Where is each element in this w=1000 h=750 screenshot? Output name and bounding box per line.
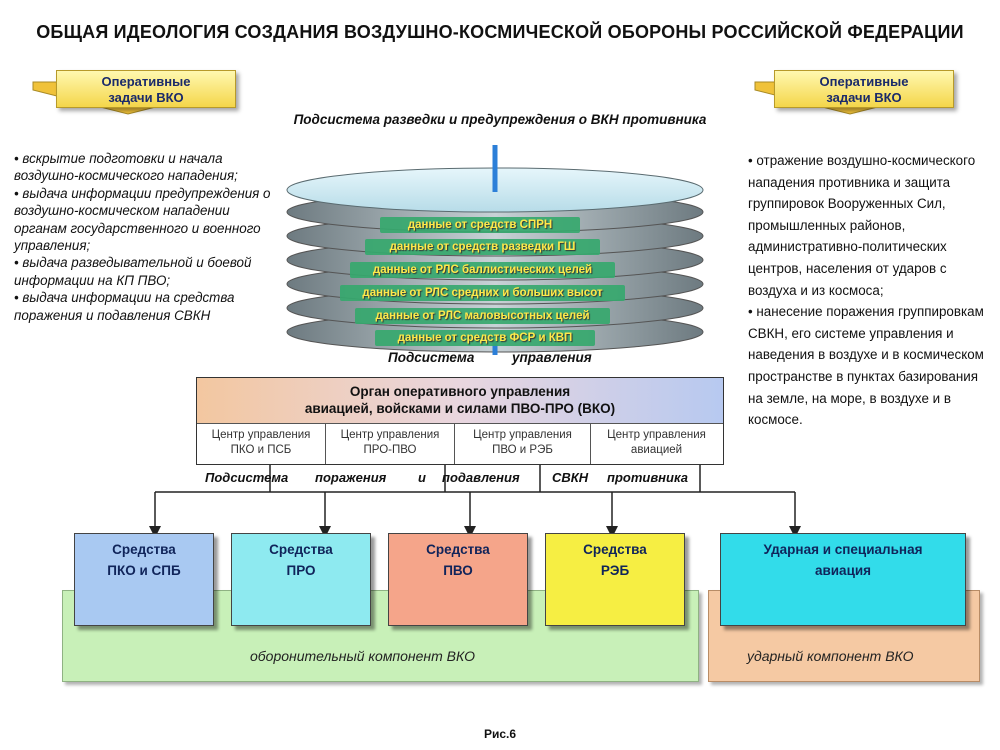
left-task-item: • вскрытие подготовки и начала воздушно-… — [14, 151, 238, 184]
cell-line1: Центр управления — [340, 429, 440, 441]
unit-line1: Ударная и специальная — [763, 542, 923, 557]
organ-header: Орган оперативного управления авиацией, … — [197, 378, 723, 424]
unit-line1: Средства — [583, 542, 647, 557]
left-tag-line2: задачи ВКО — [108, 90, 184, 105]
strike-subsystem-word: противника — [607, 470, 688, 485]
layer-low-altitude: данные от РЛС маловысотных целей — [375, 310, 590, 322]
control-center-cell: Центр управления ПКО и ПСБ — [197, 424, 326, 464]
unit-strike-aviation: Ударная и специальная авиация — [720, 533, 966, 626]
unit-line1: Средства — [269, 542, 333, 557]
unit-pko-spb: Средства ПКО и СПБ — [74, 533, 214, 626]
cell-line1: Центр управления — [473, 429, 572, 441]
cell-line2: ПКО и ПСБ — [230, 444, 292, 456]
unit-line1: Средства — [112, 542, 176, 557]
strike-subsystem-word: Подсистема — [205, 470, 289, 485]
unit-line2: ПРО — [286, 563, 316, 578]
left-operational-tag: Оперативные задачи ВКО — [56, 70, 236, 108]
strike-subsystem-word: и — [418, 470, 426, 485]
right-task-list: • отражение воздушно-космического нападе… — [748, 150, 996, 431]
cell-line2: ПРО-ПВО — [363, 444, 417, 456]
left-task-item: • выдача информации предупреждения о воз… — [14, 185, 271, 254]
organ-title-line2: авиацией, войсками и силами ПВО-ПРО (ВКО… — [304, 401, 616, 416]
right-tag-line2: задачи ВКО — [826, 90, 902, 105]
unit-line2: ПКО и СПБ — [107, 563, 181, 578]
organ-title-line1: Орган оперативного управления — [349, 384, 571, 399]
defensive-component-label: оборонительный компонент ВКО — [250, 648, 475, 664]
control-center-cell: Центр управления авиацией — [591, 424, 722, 464]
unit-pvo: Средства ПВО — [388, 533, 528, 626]
strike-subsystem-word: СВКН — [552, 470, 589, 485]
unit-reb: Средства РЭБ — [545, 533, 685, 626]
unit-line1: Средства — [426, 542, 490, 557]
left-tag-line1: Оперативные — [101, 74, 191, 89]
control-center-cell: Центр управления ПВО и РЭБ — [455, 424, 591, 464]
layer-ballistic: данные от РЛС баллистических целей — [372, 264, 593, 276]
unit-line2: РЭБ — [600, 563, 630, 578]
unit-line2: авиация — [814, 563, 872, 578]
layer-plates — [340, 217, 625, 346]
control-subsystem-left: Подсистема — [388, 350, 475, 365]
strike-component-label: ударный компонент ВКО — [747, 648, 914, 664]
layer-spr: данные от средств СПРН — [407, 219, 553, 231]
left-task-list: • вскрытие подготовки и начала воздушно-… — [14, 150, 284, 324]
recon-cylinder — [286, 145, 704, 355]
cell-line2: авиацией — [630, 444, 683, 456]
cell-line2: ПВО и РЭБ — [492, 444, 553, 456]
operational-control-organ: Орган оперативного управления авиацией, … — [196, 377, 724, 465]
connector-lines — [149, 465, 801, 538]
control-center-cell: Центр управления ПРО-ПВО — [326, 424, 455, 464]
recon-subsystem-label: Подсистема разведки и предупреждения о В… — [293, 112, 707, 127]
cell-line1: Центр управления — [211, 429, 311, 441]
page-title: ОБЩАЯ ИДЕОЛОГИЯ СОЗДАНИЯ ВОЗДУШНО-КОСМИЧ… — [36, 22, 964, 42]
right-operational-tag: Оперативные задачи ВКО — [774, 70, 954, 108]
strike-subsystem-word: подавления — [442, 470, 520, 485]
layer-medium-high: данные от РЛС средних и больших высот — [362, 287, 603, 299]
unit-line2: ПВО — [443, 563, 473, 578]
right-tag-line1: Оперативные — [819, 74, 909, 89]
control-subsystem-right: управления — [512, 350, 592, 365]
layer-gsh: данные от средств разведки ГШ — [389, 241, 576, 253]
left-task-item: • выдача разведывательной и боевой инфор… — [14, 255, 252, 288]
unit-pro: Средства ПРО — [231, 533, 371, 626]
left-task-item: • выдача информации на средства поражени… — [14, 290, 235, 323]
strike-subsystem-word: поражения — [315, 470, 387, 485]
layer-fsr-kvp: данные от средств ФСР и КВП — [397, 332, 573, 344]
figure-caption: Рис.6 — [483, 727, 517, 741]
cell-line1: Центр управления — [607, 429, 706, 441]
right-task-item: • отражение воздушно-космического нападе… — [748, 153, 976, 298]
right-task-item: • нанесение поражения группировкам СВКН,… — [748, 304, 984, 428]
